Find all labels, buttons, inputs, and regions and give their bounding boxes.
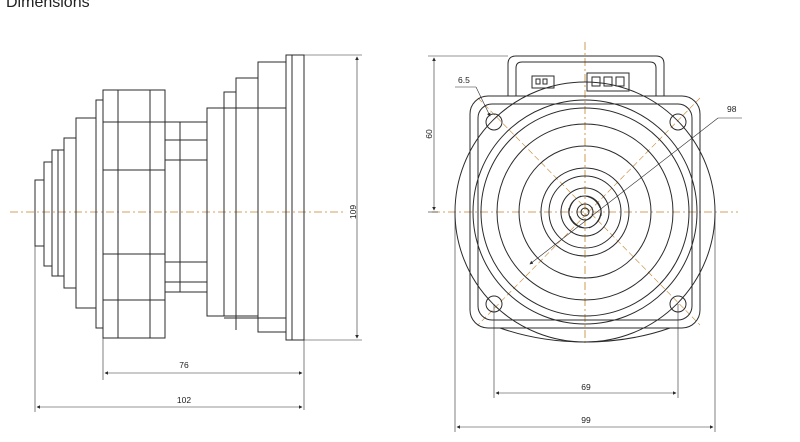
front-square-flange — [469, 95, 701, 329]
dim-hole-spacing-label: 69 — [581, 382, 591, 392]
dim-98-leader — [529, 117, 719, 265]
connector-box — [507, 55, 665, 96]
mount-hole-tl — [485, 113, 503, 131]
dim-hole-leader — [475, 86, 491, 117]
front-dimensions — [428, 55, 742, 432]
side-neck — [164, 121, 208, 293]
dim-hole-label: 6.5 — [458, 75, 470, 85]
side-flange — [285, 54, 305, 341]
dim-top-offset-label: 60 — [424, 129, 434, 139]
page-title: Dimensions — [6, 0, 90, 11]
impeller-vanes — [568, 195, 602, 229]
side-pump-head — [102, 89, 166, 339]
side-motor-housing — [206, 61, 287, 333]
connector-left — [531, 75, 555, 89]
dim-body-length-label: 76 — [179, 360, 189, 370]
side-front-ring — [75, 117, 97, 309]
mount-hole-tr — [669, 113, 687, 131]
side-view — [10, 54, 345, 341]
dim-total-length-label: 102 — [177, 395, 191, 405]
dim-diameter-label: 98 — [727, 104, 737, 114]
dim-height-label: 109 — [348, 205, 358, 219]
side-dimensions — [34, 54, 362, 412]
dim-width-label: 99 — [581, 415, 591, 425]
front-view — [432, 42, 738, 345]
